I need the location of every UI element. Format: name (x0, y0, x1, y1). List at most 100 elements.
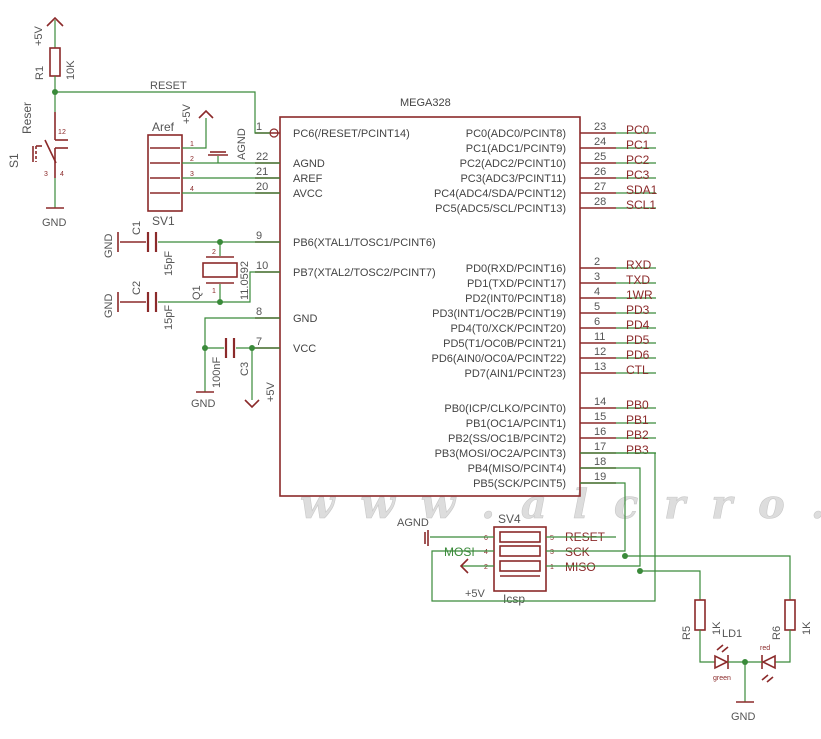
chip-pin-right: PC3(ADC3/PCINT11) 26 PC3 (460, 166, 656, 185)
pin-label: PD5(T1/OC0B/PCINT21) (443, 338, 566, 350)
pin-number: 4 (594, 286, 600, 298)
pin-label: PC5(ADC5/SCL/PCINT13) (435, 203, 566, 215)
sv1-body (147, 134, 183, 212)
net-label: PD3 (626, 303, 650, 317)
pin-label: GND (293, 313, 318, 325)
r6-value: 1K (801, 621, 813, 635)
net-label: PD6 (626, 348, 650, 362)
sv4-pin5: 5 (550, 535, 554, 542)
pin-number: 8 (256, 306, 262, 318)
pin-label: PD7(AIN1/PCINT23) (465, 368, 566, 380)
pin-label: PB1(OC1A/PCINT1) (466, 418, 566, 430)
mosi-net-label: MOSI (444, 545, 475, 559)
c2-value: 15pF (163, 305, 175, 330)
pin-label: PD4(T0/XCK/PCINT20) (450, 323, 566, 335)
c3-gnd-label: GND (191, 398, 216, 410)
net-label: PB2 (626, 428, 649, 442)
pin-number: 19 (594, 471, 606, 483)
light-rays-icon (716, 644, 729, 653)
pin-number: 13 (594, 361, 606, 373)
r5-body (694, 599, 706, 631)
c2-capacitor: GND C2 15pF (103, 281, 240, 330)
sv4-pin3: 3 (550, 549, 554, 556)
sv1-label: Aref (152, 120, 175, 134)
net-label: PB1 (626, 413, 649, 427)
sv1-aref-header: Aref SV1 1 2 3 4 +5V AGND (147, 103, 280, 228)
sv4-pin2: 2 (484, 564, 488, 571)
pin-number: 21 (256, 166, 268, 178)
sv1-pin4: 4 (190, 186, 194, 193)
c3-name: C3 (239, 362, 251, 376)
s1-pin4: 4 (60, 171, 64, 178)
pin-number: 2 (594, 256, 600, 268)
sv1-agnd-label: AGND (236, 128, 248, 160)
net-label: TXD (626, 273, 650, 287)
r1-name: R1 (34, 66, 46, 80)
c2-gnd-label: GND (103, 294, 115, 319)
r1-resistor: +5V R1 10K RESET (33, 16, 270, 134)
r5-name: R5 (681, 626, 693, 640)
sv4-pin1: 1 (550, 564, 554, 571)
pin-label: VCC (293, 343, 316, 355)
pin-label: PC3(ADC3/PCINT11) (460, 173, 566, 185)
s1-name: S1 (7, 153, 21, 168)
net-label: PD5 (626, 333, 650, 347)
q1-pin1: 1 (212, 288, 216, 295)
pin-number: 9 (256, 230, 262, 242)
sv1-vcc-label: +5V (181, 103, 193, 124)
q1-crystal: 2 1 Q1 11.0592 (191, 242, 280, 303)
s1-pin3: 3 (44, 171, 48, 178)
pin-number: 23 (594, 121, 606, 133)
pin-label: PD6(AIN0/OC0A/PCINT22) (432, 353, 566, 365)
net-label: PC0 (626, 123, 650, 137)
pin-label: PB7(XTAL2/TOSC2/PCINT7) (293, 267, 436, 279)
sv1-pin3: 3 (190, 171, 194, 178)
chip-pin-right: PD6(AIN0/OC0A/PCINT22) 12 PD6 (432, 346, 656, 365)
net-label: PC1 (626, 138, 650, 152)
net-label: PC3 (626, 168, 650, 182)
pin-label: PC4(ADC4/SDA/PCINT12) (434, 188, 566, 200)
red-led-icon (761, 654, 776, 670)
s1-gnd-label: GND (42, 217, 67, 229)
pin-number: 26 (594, 166, 606, 178)
pin-label: PD0(RXD/PCINT16) (466, 263, 566, 275)
sv1-pin1: 1 (190, 141, 194, 148)
vcc-arrow-icon (459, 558, 469, 574)
r6-body (784, 599, 796, 631)
c3-vcc-label: +5V (265, 381, 277, 402)
pin-number: 7 (256, 336, 262, 348)
q1-body (202, 262, 238, 278)
r1-vcc-label: +5V (33, 25, 45, 46)
pin-number: 16 (594, 426, 606, 438)
reset-net-label: RESET (150, 80, 187, 92)
c3-value: 100nF (211, 357, 223, 388)
pin-number: 5 (594, 301, 600, 313)
s1-label: Reser (20, 102, 34, 134)
light-rays-icon (761, 674, 774, 683)
pin-label: PD1(TXD/PCINT17) (467, 278, 566, 290)
pin-label: AVCC (293, 188, 323, 200)
q1-value: 11.0592 (239, 261, 251, 300)
net-label: SCL1 (626, 198, 656, 212)
pin-number: 27 (594, 181, 606, 193)
pin-number: 12 (594, 346, 606, 358)
pin-label: PB3(MOSI/OC2A/PCINT3) (435, 448, 566, 460)
